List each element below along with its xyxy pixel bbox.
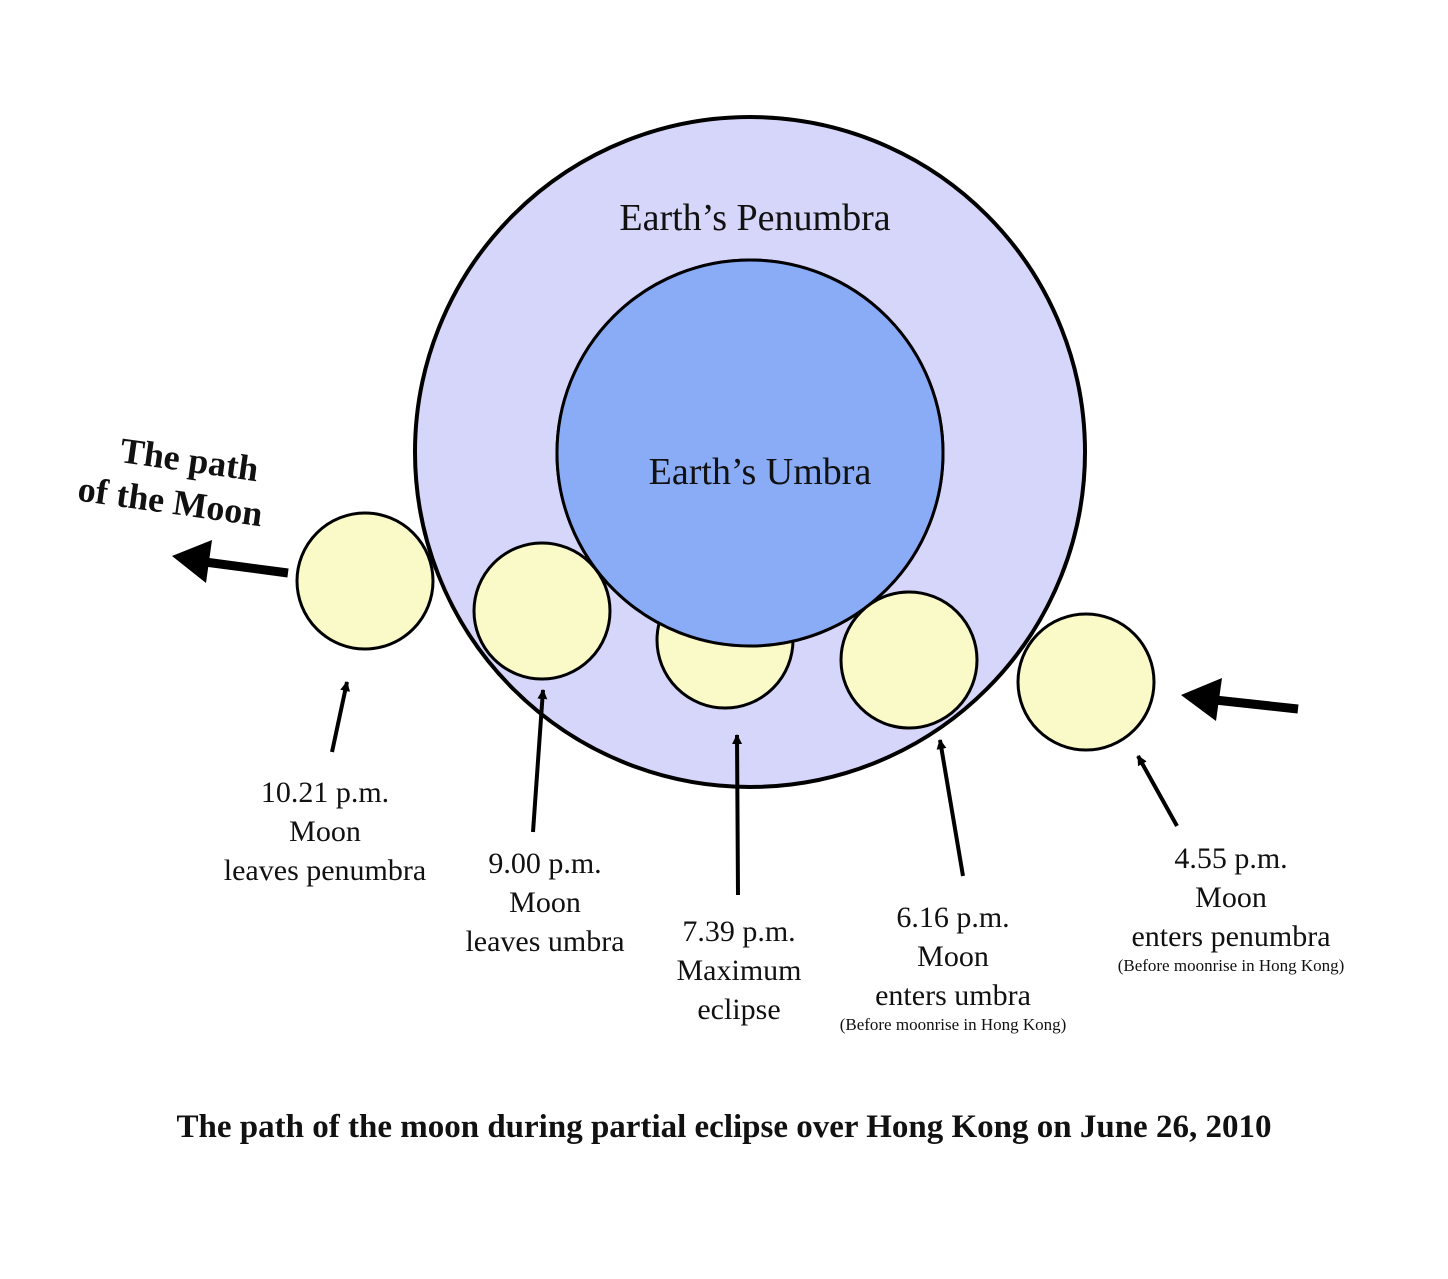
event-line3: enters penumbra — [1131, 920, 1330, 953]
event-max-eclipse: 7.39 p.m. Maximum eclipse — [677, 915, 802, 1026]
event-line3: leaves umbra — [465, 925, 624, 958]
moon-enters-umbra — [839, 590, 979, 730]
pointer-enters-umbra — [936, 739, 965, 877]
pointer-leaves-penumbra — [330, 681, 351, 753]
event-line2: Moon — [1195, 881, 1267, 914]
event-time: 7.39 p.m. — [682, 915, 795, 948]
direction-arrow-right — [1181, 678, 1299, 721]
umbra-label: Earth’s Umbra — [649, 451, 872, 493]
event-line2: Moon — [289, 815, 361, 848]
moon-leaves-umbra — [472, 541, 612, 681]
event-line2: Moon — [917, 940, 989, 973]
umbra-overlap — [555, 258, 945, 648]
event-note: (Before moonrise in Hong Kong) — [840, 1015, 1067, 1034]
event-leaves-umbra: 9.00 p.m. Moon leaves umbra — [465, 847, 624, 958]
penumbra-label: Earth’s Penumbra — [619, 197, 890, 239]
event-enters-umbra: 6.16 p.m. Moon enters umbra (Before moon… — [840, 901, 1067, 1034]
event-line3: enters umbra — [875, 979, 1031, 1012]
pointer-leaves-umbra — [531, 689, 548, 833]
event-time: 10.21 p.m. — [261, 776, 389, 809]
event-line2: Moon — [509, 886, 581, 919]
path-label: The path of the Moon — [75, 430, 265, 534]
direction-arrow-left — [172, 540, 289, 583]
moon-enters-penumbra — [1016, 612, 1156, 752]
event-time: 6.16 p.m. — [896, 901, 1009, 934]
pointer-max-eclipse — [732, 734, 743, 896]
pointer-enters-penumbra — [1136, 755, 1179, 827]
moon-leaves-penumbra — [295, 511, 435, 651]
event-line3: leaves penumbra — [224, 854, 426, 887]
event-enters-penumbra: 4.55 p.m. Moon enters penumbra (Before m… — [1118, 842, 1345, 975]
event-leaves-penumbra: 10.21 p.m. Moon leaves penumbra — [224, 776, 426, 887]
event-note: (Before moonrise in Hong Kong) — [1118, 956, 1345, 975]
event-time: 4.55 p.m. — [1174, 842, 1287, 875]
event-time: 9.00 p.m. — [488, 847, 601, 880]
event-line3: eclipse — [697, 993, 780, 1026]
event-line2: Maximum — [677, 954, 802, 987]
caption: The path of the moon during partial ecli… — [177, 1109, 1272, 1145]
